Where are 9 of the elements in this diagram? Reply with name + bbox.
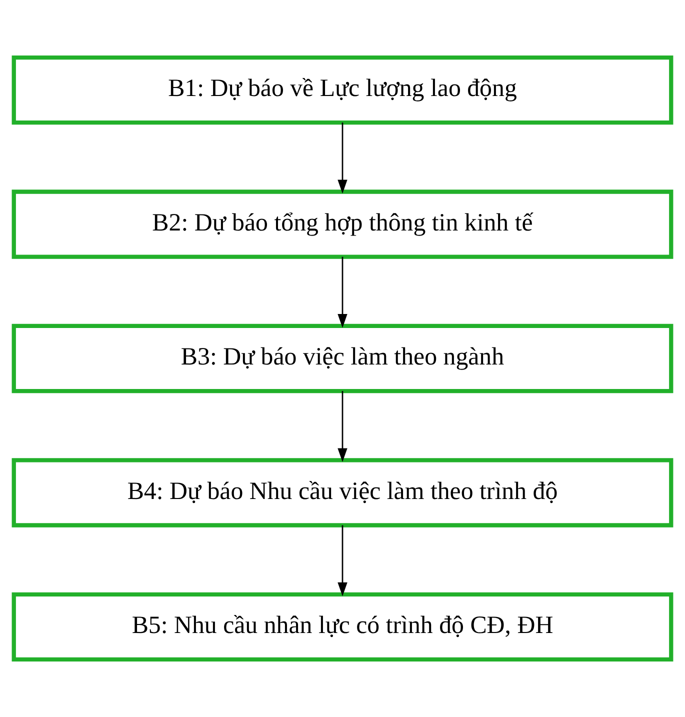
node-box: B5: Nhu cầu nhân lực có trình độ CĐ, ĐH bbox=[12, 592, 674, 662]
arrow bbox=[338, 256, 348, 328]
node-box: B4: Dự báo Nhu cầu việc làm theo trình độ bbox=[12, 458, 674, 528]
node-box: B3: Dự báo việc làm theo ngành bbox=[12, 324, 674, 394]
arrow bbox=[338, 122, 348, 194]
arrow bbox=[338, 525, 348, 596]
arrow bbox=[338, 391, 348, 462]
node-box: B2: Dự báo tổng hợp thông tin kinh tế bbox=[12, 190, 674, 259]
node-box: B1: Dự báo về Lực lượng lao động bbox=[12, 55, 674, 125]
